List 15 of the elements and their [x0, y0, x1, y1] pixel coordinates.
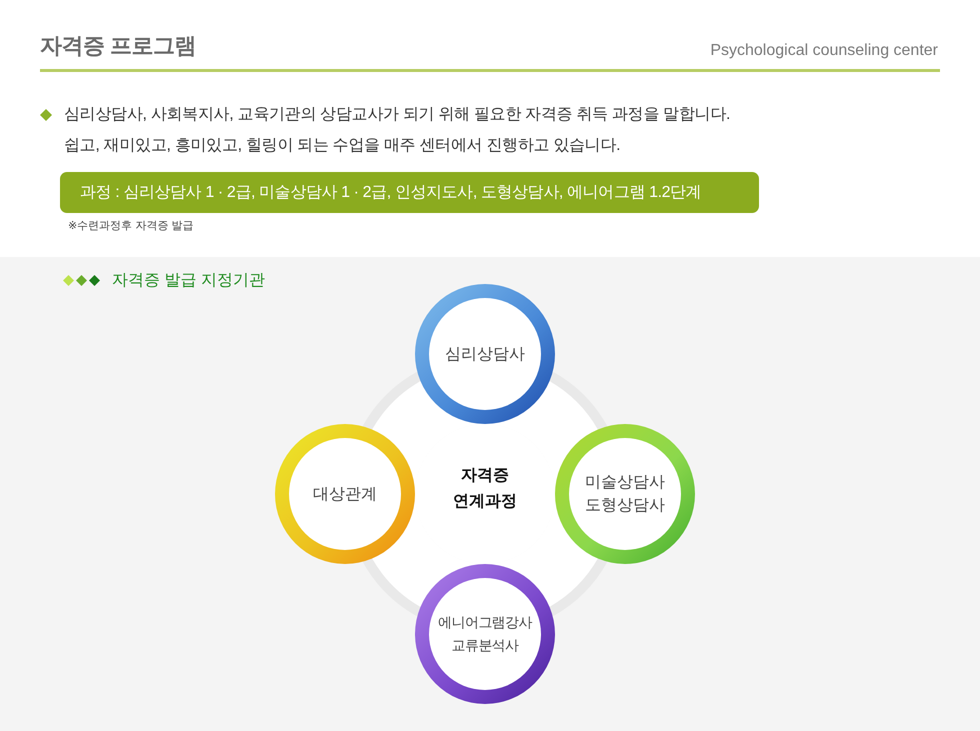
circle-label: 도형상담사 — [585, 496, 665, 516]
footnote-text: ※수련과정후 자격증 발급 — [68, 219, 194, 234]
site-tagline: Psychological counseling center — [710, 41, 938, 61]
circle-label: 심리상담사 — [445, 344, 525, 364]
circle-label: 미술상담사 — [585, 473, 665, 493]
section-heading: 자격증 발급 지정기관 — [112, 271, 265, 291]
circle-label: 교류분석사 — [451, 636, 518, 655]
circle-label: 대상관계 — [313, 484, 377, 504]
banner-text: 과정 : 심리상담사 1 · 2급, 미술상담사 1 · 2급, 인성지도사, 도형상담사, 에니어그램 1.2단계 — [80, 183, 702, 203]
circle-label: 에니어그램강사 — [438, 613, 532, 632]
course-banner — [60, 172, 759, 213]
intro-text: 심리상담사, 사회복지사, 교육기관의 상담교사가 되기 위해 필요한 자격증 취득 과정을 말합니다. — [64, 105, 730, 125]
intro-text: 쉽고, 재미있고, 흥미있고, 힐링이 되는 수업을 매주 센터에서 진행하고 있습니다. — [64, 136, 620, 156]
page-title: 자격증 프로그램 — [40, 32, 196, 60]
hub-label: 자격증 연계과정 — [452, 466, 518, 512]
